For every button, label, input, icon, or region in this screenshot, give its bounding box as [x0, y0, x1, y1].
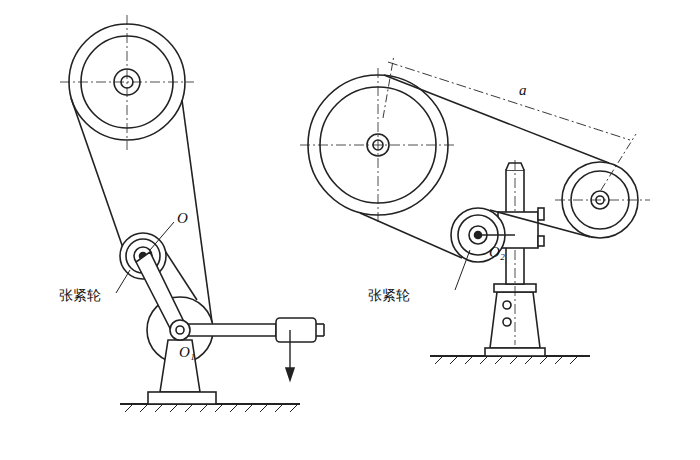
dimension-label: a	[518, 82, 528, 99]
point-label: O₂	[488, 244, 506, 261]
part-label: 张紧轮	[367, 288, 411, 303]
point-label: O	[176, 210, 189, 227]
part-label: 张紧轮	[58, 288, 102, 303]
point-label: O₁	[178, 344, 196, 361]
